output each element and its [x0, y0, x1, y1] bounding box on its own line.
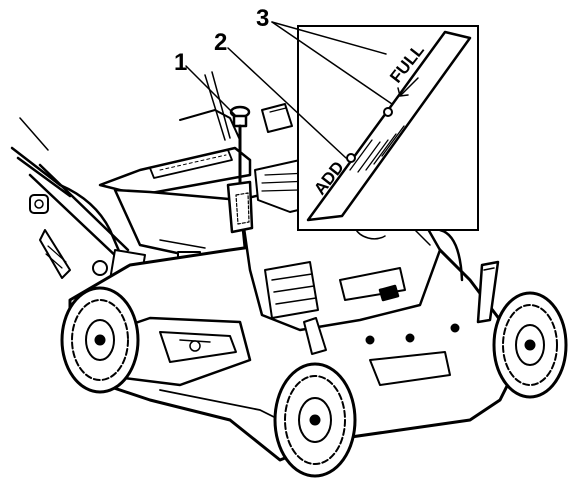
- leader-line-1: [185, 65, 237, 117]
- leader-line-2: [227, 47, 347, 159]
- mower-handle: [10, 117, 130, 279]
- wheel-front-right: [492, 291, 568, 399]
- mower-upper-handle: [98, 71, 252, 197]
- dipstick-detail-inset: ADD FULL: [297, 25, 479, 231]
- height-adjust-lever: [303, 260, 500, 355]
- dipstick-blade-detail: [306, 30, 472, 222]
- wheel-rear-left: [60, 286, 140, 394]
- callout-leaders: [185, 21, 393, 159]
- fuel-cap: [261, 103, 293, 133]
- wheel-front-left: [273, 362, 357, 478]
- callout-number-1: 1: [174, 49, 187, 76]
- leader-line-3a: [271, 21, 387, 55]
- wheel-rear-right: [438, 228, 464, 282]
- callout-number-3: 3: [256, 5, 269, 32]
- callout-number-2: 2: [214, 29, 227, 56]
- mower-illustration: [10, 71, 568, 478]
- leader-line-3b: [271, 21, 393, 105]
